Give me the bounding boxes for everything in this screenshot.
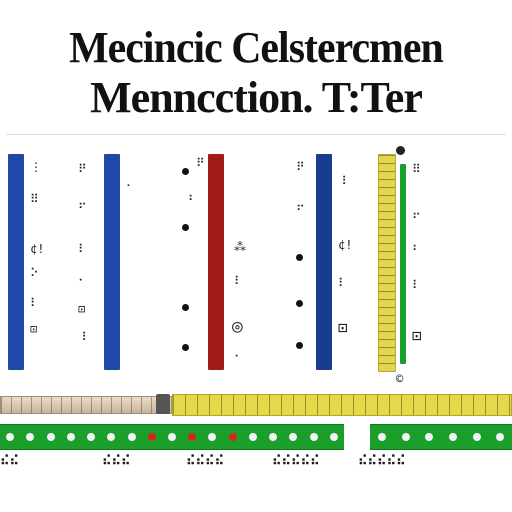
strip-dot <box>310 433 318 441</box>
label: ⠆ <box>188 190 197 204</box>
dark-blue-bar <box>316 154 332 370</box>
bullet-dot <box>396 146 405 155</box>
footer-label: ⠮⠮⠮⠮⠮ <box>272 454 320 469</box>
strip-dot <box>47 433 55 441</box>
label: ⠿ <box>412 162 421 176</box>
strip-dot <box>378 433 386 441</box>
label: ⠇ <box>234 274 243 288</box>
bullet-dot <box>296 300 303 307</box>
column-5: ⠿ ⠖ ⠆ ⠇ ⊡ © <box>374 146 510 386</box>
label: ⠂ <box>234 350 243 364</box>
label: ⠖ <box>412 208 421 222</box>
column-3: ⠟ ⠆ ⁂ ⠇ ◎ ⠂ <box>178 150 270 380</box>
tape-left-segment <box>0 396 172 414</box>
title-line-2: Menncction. T:Ter <box>90 73 423 122</box>
label: ⊡ <box>30 322 38 336</box>
label: ⠂ <box>126 180 135 193</box>
green-dot-strip-right <box>370 424 512 450</box>
label: ⠸ <box>338 174 347 188</box>
label: ⠟ <box>196 156 205 170</box>
label: © <box>396 372 404 386</box>
horizontal-tape <box>0 392 512 424</box>
strip-dot <box>6 433 14 441</box>
strip-dot <box>148 433 156 441</box>
label: ⠇ <box>412 278 421 292</box>
strip-dot <box>87 433 95 441</box>
strip-dot <box>269 433 277 441</box>
strip-dot <box>425 433 433 441</box>
title-divider <box>6 134 506 135</box>
strip-dot <box>473 433 481 441</box>
strip-dot <box>188 433 196 441</box>
blue-bar-1 <box>8 154 24 370</box>
red-bar <box>208 154 224 370</box>
strip-dot <box>208 433 216 441</box>
label: ⠂ <box>78 274 87 288</box>
footer-label: ⠮⠮ <box>0 454 20 469</box>
label: ⠕ <box>30 266 39 280</box>
column-2: ⠟ ⠖ ⠇ ⠂ ⊡ ⠸ ⠂ <box>72 150 152 380</box>
label: ⋮ <box>30 160 42 174</box>
label: ⠸ <box>78 330 87 344</box>
strip-dot <box>289 433 297 441</box>
label: ⠆ <box>412 240 421 254</box>
bullet-dot <box>296 342 303 349</box>
strip-dot <box>449 433 457 441</box>
yellow-ruler-bar <box>378 154 396 372</box>
label: ⁂ <box>234 240 246 254</box>
strip-dot <box>402 433 410 441</box>
strip-dot <box>496 433 504 441</box>
label: ◎ <box>232 316 243 337</box>
strip-dot <box>330 433 338 441</box>
label: ¢! <box>338 238 353 252</box>
strip-dot <box>107 433 115 441</box>
label: ⠟ <box>78 162 87 176</box>
label: ⊡ <box>412 326 422 345</box>
footer-label: ⠮⠮⠮⠮⠮ <box>358 454 406 469</box>
tape-hook <box>156 394 170 414</box>
green-bar <box>400 164 406 364</box>
column-4: ⠟ ⠖ ¢! ⠇ ⊡ ⠸ <box>290 150 380 380</box>
title-line-1: Mecincic Celstercmen <box>69 23 444 72</box>
footer-label: ⠮⠮⠮ <box>102 454 131 469</box>
strip-dot <box>67 433 75 441</box>
bullet-dot <box>182 344 189 351</box>
label: ⊡ <box>338 318 348 337</box>
label: ⠖ <box>296 200 305 214</box>
green-dot-strip-left <box>0 424 344 450</box>
strip-dot <box>249 433 257 441</box>
strip-dot <box>168 433 176 441</box>
bullet-dot <box>182 224 189 231</box>
bullet-dot <box>296 254 303 261</box>
label: ⠇ <box>30 296 39 310</box>
label: ⠖ <box>78 198 87 212</box>
strip-dot <box>128 433 136 441</box>
label: ⠟ <box>296 160 305 174</box>
tape-yellow-segment <box>172 394 512 416</box>
label: ⊡ <box>78 302 86 316</box>
bullet-dot <box>182 304 189 311</box>
label: ¢! <box>30 242 45 256</box>
label: ⠇ <box>78 242 87 256</box>
blue-bar-2 <box>104 154 120 370</box>
column-1: ⋮ ⠿ ¢! ⠕ ⠇ ⊡ <box>4 150 64 380</box>
strip-dot <box>26 433 34 441</box>
bullet-dot <box>182 168 189 175</box>
label: ⠿ <box>30 192 39 206</box>
footer-label: ⠮⠮⠮⠮ <box>186 454 225 469</box>
label: ⠇ <box>338 276 347 290</box>
strip-dot <box>229 433 237 441</box>
